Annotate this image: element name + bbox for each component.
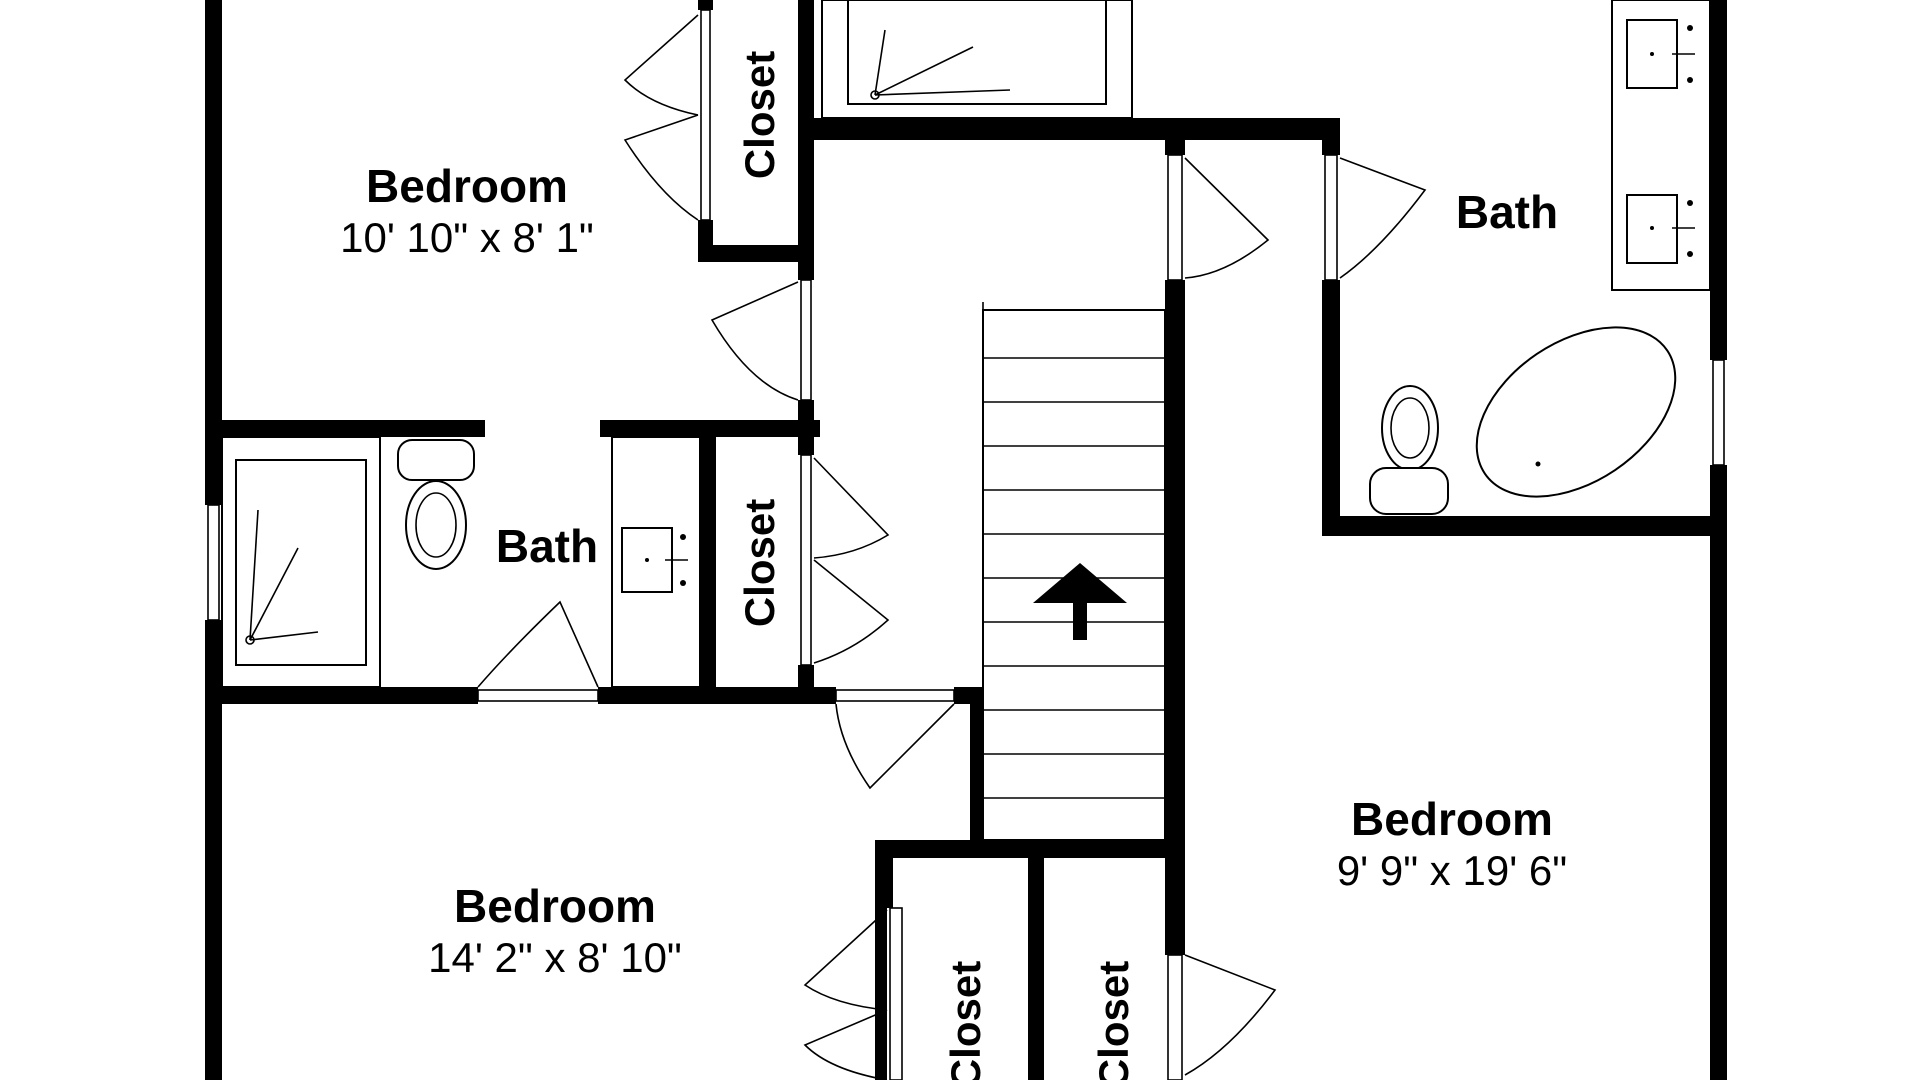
door-gap-closet-mid — [798, 455, 814, 665]
toilet-right — [1369, 385, 1449, 515]
door-swing-icon — [1184, 157, 1270, 279]
door-gap-hall-right — [1165, 155, 1185, 280]
door-gap-master-bath — [1322, 155, 1340, 280]
stairs-up-arrow-icon — [1033, 563, 1127, 640]
window-bath-left — [205, 505, 222, 620]
wall-closet-divider — [1028, 840, 1044, 1080]
door-gap-bath — [478, 687, 598, 704]
closet-bottom-left-label: Closet — [942, 961, 989, 1080]
door-gap-bedroom-top — [798, 280, 814, 400]
exterior-wall-right — [1710, 0, 1727, 1080]
room-labels: Bedroom 10' 10" x 8' 1" Bath Bath Bedroo… — [340, 51, 1567, 1080]
vanity-left — [611, 436, 701, 688]
door-swing-icon — [1184, 954, 1277, 1076]
wall-closets-top — [875, 840, 1175, 858]
window-master-bath — [1710, 360, 1727, 465]
toilet-icon — [405, 480, 467, 570]
door-swing-icon — [835, 703, 955, 790]
door-swing-icon — [813, 559, 890, 664]
door-swing-icon — [477, 600, 599, 688]
sink-icon — [1626, 19, 1678, 89]
wall-master-bath-bottom — [1322, 516, 1727, 536]
door-swing-icon — [1339, 157, 1427, 279]
openings — [205, 9, 1727, 1080]
door-swing-icon — [803, 1009, 888, 1080]
door-swing-icon — [813, 457, 890, 559]
wall-hall-top — [798, 118, 1338, 140]
wall-bath-top-right — [600, 420, 820, 437]
door-swing-icon — [623, 114, 699, 221]
closet-top-label: Closet — [736, 51, 783, 179]
toilet-left — [397, 439, 475, 570]
closet-bottom-right-label: Closet — [1090, 961, 1137, 1080]
bathtub — [1475, 326, 1677, 498]
door-gap-closet-right — [1165, 955, 1185, 1080]
wall-closet-top-bottom — [698, 245, 813, 262]
door-swing-icon — [710, 281, 799, 401]
wall-hall-right — [1165, 140, 1185, 1080]
bedroom-top-left-name: Bedroom — [366, 160, 568, 212]
bedroom-bottom-left-dimensions: 14' 2" x 8' 10" — [428, 934, 682, 981]
bedroom-right-dimensions: 9' 9" x 19' 6" — [1337, 847, 1567, 894]
bedroom-top-left-dimensions: 10' 10" x 8' 1" — [340, 214, 594, 261]
staircase — [982, 302, 1166, 841]
bedroom-right-name: Bedroom — [1351, 793, 1553, 845]
door-swing-icon — [623, 14, 699, 116]
closet-middle-label: Closet — [736, 499, 783, 627]
door-gap-bedroom-bottom — [836, 687, 954, 704]
door-swings — [477, 14, 1427, 1080]
vanity-right — [1611, 0, 1711, 291]
shower-icon — [870, 90, 880, 100]
wall-closet-mid-left — [700, 437, 716, 704]
bath-left-name: Bath — [496, 520, 598, 572]
shower-left — [221, 436, 381, 688]
shower-top — [821, 0, 1133, 119]
wall-bath-top-left — [205, 420, 485, 437]
bath-right-name: Bath — [1456, 186, 1558, 238]
door-swing-icon — [803, 909, 888, 1011]
bathtub-icon — [1475, 326, 1677, 498]
bedroom-bottom-left-name: Bedroom — [454, 880, 656, 932]
door-gap-closet-bottom-left — [887, 908, 905, 1080]
shower-icon — [245, 635, 255, 645]
